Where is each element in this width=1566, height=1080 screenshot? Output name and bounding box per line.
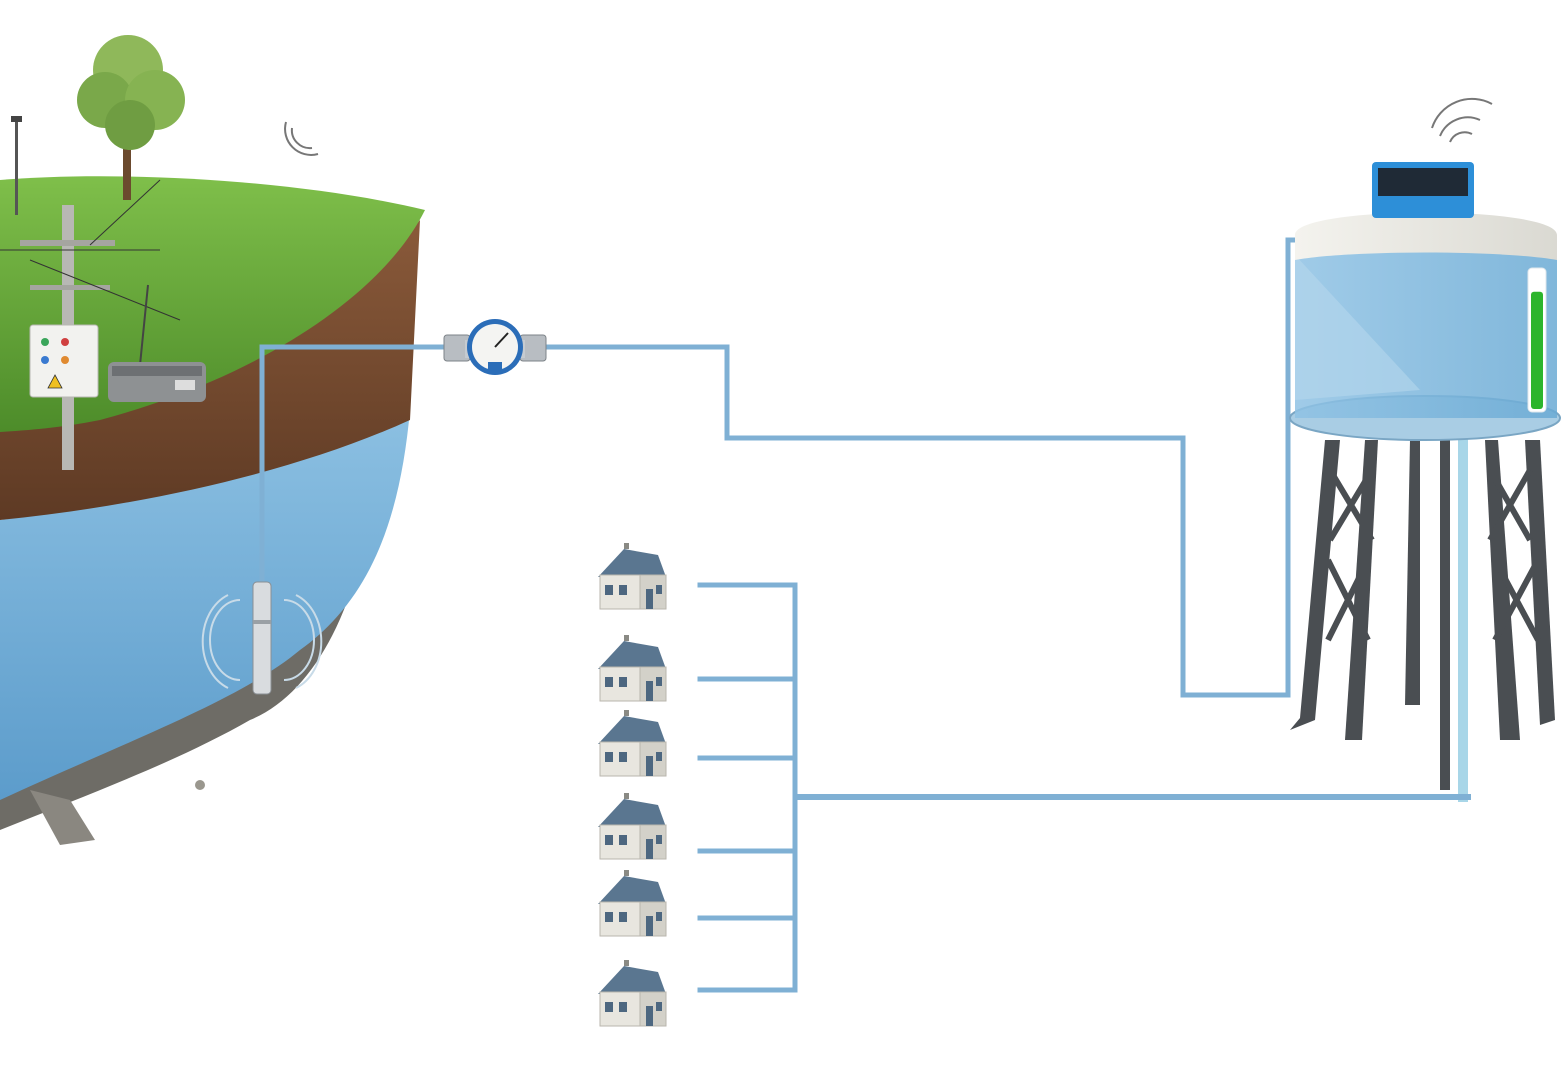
tower-bracing <box>1325 468 1541 642</box>
tower-legs <box>1290 440 1555 790</box>
supply-to-tower-pipe <box>537 237 1315 698</box>
rock-debris <box>30 790 95 845</box>
pipe-network <box>259 237 1471 993</box>
rtu-gateway-icon <box>108 284 206 402</box>
house-icon <box>598 870 667 937</box>
well-riser-pipe <box>259 344 451 593</box>
pump-vibration-waves <box>201 594 323 689</box>
tower-wireless-signal-icon <box>1431 97 1493 143</box>
level-indicator-fill <box>1531 291 1543 409</box>
tank-reflection <box>1295 255 1420 400</box>
control-cabinet-icon <box>29 324 99 398</box>
flow-meter-icon <box>443 319 547 375</box>
house-icon <box>598 710 667 777</box>
submersible-pump-icon <box>201 581 323 695</box>
pebble <box>195 780 205 790</box>
houses-group <box>598 543 667 1027</box>
tank-lid <box>1295 212 1557 260</box>
house-icon <box>598 635 667 702</box>
house-icon <box>598 793 667 860</box>
groundwater-layer <box>0 410 410 800</box>
water-tower-icon <box>1289 97 1561 790</box>
wireless-signal-icon <box>284 121 319 156</box>
ground-section <box>0 176 425 845</box>
house-icon <box>598 543 667 610</box>
lamp-post-icon <box>11 116 22 215</box>
house-icon <box>598 960 667 1027</box>
tree-icon <box>77 35 185 200</box>
level-sensor-icon <box>1372 162 1474 218</box>
